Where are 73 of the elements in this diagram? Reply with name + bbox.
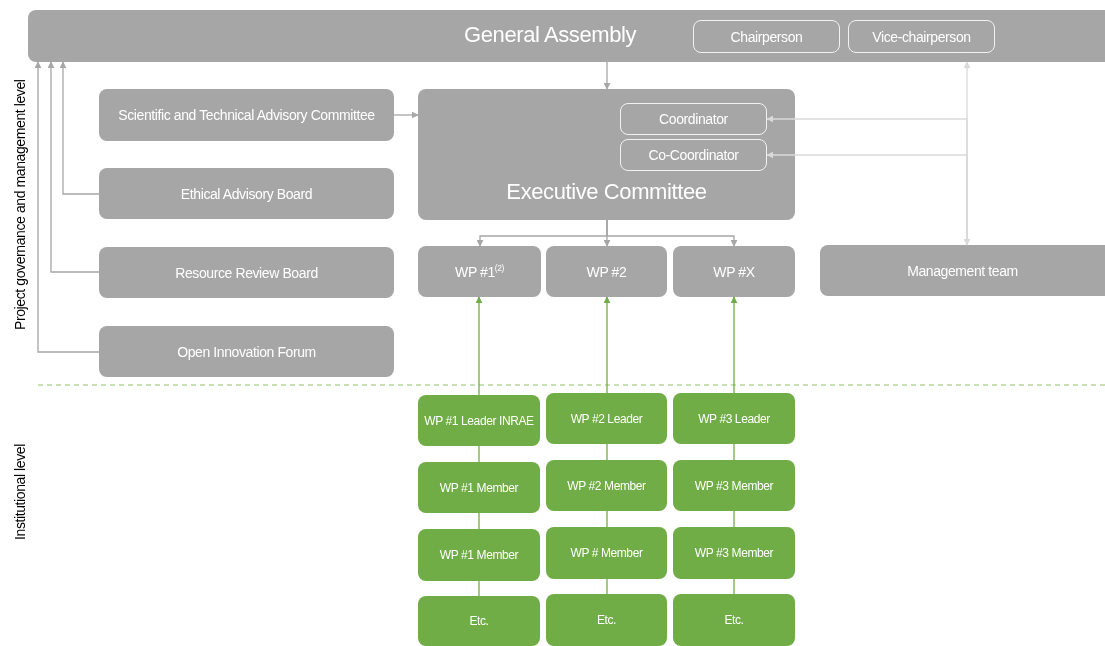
connector-line — [606, 510, 608, 528]
connector-line — [478, 512, 480, 530]
box-label: WP #3 Leader — [697, 411, 771, 426]
process-box — [99, 247, 394, 298]
process-box — [28, 10, 1105, 62]
box-label: WP #X — [712, 263, 756, 280]
process-box — [418, 89, 795, 220]
role-box — [546, 393, 667, 444]
role-box — [693, 20, 840, 53]
arrow — [393, 111, 419, 119]
box-label: WP #1 Leader INRAE — [423, 413, 535, 428]
box-label: WP #2 Member — [566, 478, 647, 493]
arrow — [730, 296, 738, 394]
connector-line — [606, 578, 608, 595]
connector-line — [478, 445, 480, 463]
role-box — [620, 139, 767, 171]
role-box — [546, 460, 667, 511]
box-label: WP # Member — [569, 546, 644, 560]
box-label: Etc. — [595, 613, 618, 627]
level-label: Project governance and management level — [12, 79, 28, 330]
box-label: WP #2 Leader — [569, 411, 644, 426]
box-label: Etc. — [723, 613, 745, 627]
process-box — [99, 89, 394, 141]
arrow — [475, 296, 483, 396]
connector-line — [733, 510, 735, 528]
role-box — [620, 103, 767, 135]
arrow — [47, 61, 100, 273]
arrow — [59, 61, 100, 195]
box-label: Etc. — [468, 614, 490, 628]
box-label: Resource Review Board — [174, 264, 319, 281]
arrow — [603, 296, 611, 394]
arrow — [963, 61, 971, 246]
connector-line — [606, 443, 608, 461]
role-box — [418, 596, 540, 646]
box-label: Scientific and Technical Advisory Committee — [117, 107, 376, 123]
box-label: WP #2 — [585, 263, 628, 280]
arrow — [34, 61, 100, 353]
level-label: Institutional level — [12, 444, 28, 540]
role-box — [418, 395, 540, 446]
process-box — [820, 245, 1105, 296]
role-box — [418, 529, 540, 581]
role-box — [546, 594, 667, 646]
role-box — [848, 20, 995, 53]
role-box — [673, 527, 795, 579]
box-label: Executive Committee — [505, 179, 708, 205]
box-label: Management team — [906, 262, 1019, 279]
box-label: Vice-chairperson — [871, 28, 972, 45]
box-label: Ethical Advisory Board — [179, 185, 314, 202]
box-label: WP #1$^{(2)}$ — [454, 263, 505, 280]
box-label: Chairperson — [729, 28, 804, 45]
role-box — [546, 527, 667, 579]
arrow — [603, 61, 611, 90]
box-label: Open Innovation Forum — [176, 343, 317, 360]
role-box — [673, 393, 795, 444]
box-label: WP #1 Member — [438, 548, 520, 562]
role-box — [673, 460, 795, 511]
box-label: Co-Coordinator — [647, 147, 740, 163]
box-label: General Assembly — [463, 22, 638, 48]
box-label: Coordinator — [658, 111, 729, 127]
arrow — [606, 219, 738, 247]
box-label: WP #3 Member — [693, 478, 775, 493]
process-box — [546, 246, 667, 297]
role-box — [418, 462, 540, 513]
process-box — [99, 168, 394, 219]
process-box — [418, 246, 541, 297]
process-box — [99, 326, 394, 377]
connector-line — [733, 443, 735, 461]
box-label: WP #3 Member — [693, 546, 775, 560]
process-box — [673, 246, 795, 297]
connector-line — [478, 580, 480, 597]
connector-line — [733, 578, 735, 595]
role-box — [673, 594, 795, 646]
box-label: WP #1 Member — [438, 480, 520, 495]
